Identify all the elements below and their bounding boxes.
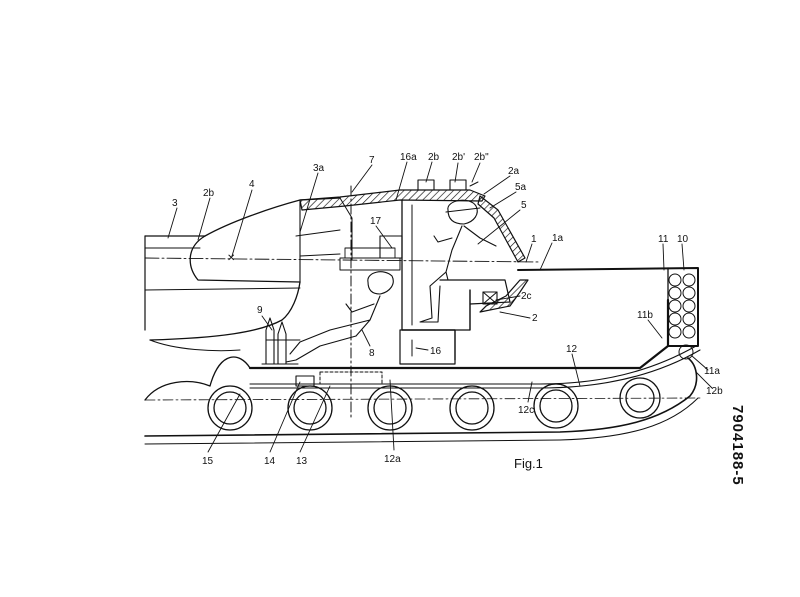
weapon-axis-line — [144, 257, 541, 263]
label-2: 2 — [532, 313, 538, 324]
ammunition-magazine — [668, 273, 696, 360]
label-17: 17 — [370, 216, 382, 227]
label-2b: 2b — [428, 152, 440, 163]
label-15: 15 — [202, 456, 214, 467]
document-number: 7904188-5 — [729, 405, 746, 486]
label-12: 12 — [566, 344, 578, 355]
label-2b-left: 2b — [203, 188, 215, 199]
commander-seat — [439, 279, 511, 331]
gunner-seat — [399, 329, 456, 365]
label-3a: 3a — [313, 163, 325, 174]
label-12a: 12a — [384, 454, 401, 465]
label-5a: 5a — [515, 182, 527, 193]
label-16a: 16a — [400, 152, 417, 163]
label-13: 13 — [296, 456, 308, 467]
track-running-gear — [144, 356, 701, 445]
figure-caption: Fig.1 — [514, 456, 543, 471]
leader-lines — [167, 161, 713, 453]
ammunition-rack — [261, 317, 301, 365]
label-3: 3 — [172, 198, 178, 209]
label-10: 10 — [677, 234, 689, 245]
label-12c: 12c — [518, 405, 534, 416]
turret-outline — [144, 197, 341, 352]
crew-cabin — [339, 197, 471, 361]
road-wheels — [207, 377, 661, 431]
label-4: 4 — [249, 179, 255, 190]
label-16: 16 — [430, 346, 442, 357]
rear-hull — [517, 267, 699, 347]
label-8: 8 — [369, 348, 375, 359]
label-14: 14 — [264, 456, 276, 467]
commander-figure — [419, 199, 497, 323]
roof-hatches — [417, 179, 479, 191]
label-9: 9 — [257, 305, 263, 316]
reference-labels: 3 2b 4 3a 7 16a 2b 2b' 2b" 2a 5a 5 1 1a … — [172, 152, 723, 467]
label-2a: 2a — [508, 166, 520, 177]
gun-barrel — [144, 235, 206, 331]
target-mark: ✕ — [227, 253, 235, 264]
hull-floor — [248, 298, 670, 370]
label-2c: 2c — [521, 291, 532, 302]
label-1: 1 — [531, 234, 537, 245]
armoured-roof — [299, 189, 486, 211]
label-5: 5 — [521, 200, 527, 211]
label-7: 7 — [369, 155, 375, 166]
front-armour — [477, 195, 526, 263]
label-2b-double-prime: 2b" — [474, 152, 489, 163]
label-1a: 1a — [552, 233, 564, 244]
label-2b-prime: 2b' — [452, 152, 465, 163]
label-11: 11 — [658, 234, 669, 245]
label-11a: 11a — [704, 366, 720, 377]
gunner-figure — [285, 271, 394, 363]
label-12b: 12b — [706, 386, 723, 397]
label-11b: 11b — [637, 310, 653, 321]
